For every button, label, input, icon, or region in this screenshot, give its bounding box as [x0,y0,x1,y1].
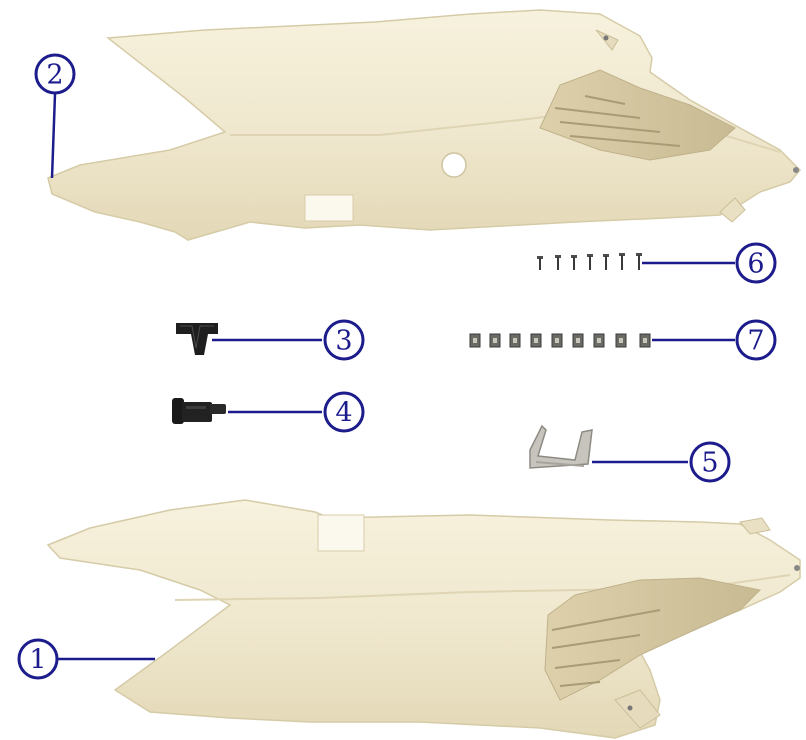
side-cover-upper [48,10,800,240]
nut-clip [552,334,562,347]
callout-2: 2 [36,55,74,93]
nut-clip [594,334,604,347]
callout-label-7: 7 [747,326,764,357]
callout-1: 1 [19,640,57,678]
nut-clip [616,334,626,347]
screw [619,253,625,270]
grommet [172,398,226,424]
callout-label-5: 5 [701,448,718,479]
nut-clip [510,334,520,347]
callout-label-2: 2 [46,60,63,91]
callout-6: 6 [737,244,775,282]
nut-clip-set [470,334,650,347]
nut-clip [573,334,583,347]
callout-label-1: 1 [29,645,46,676]
nut-clip [531,334,541,347]
callout-label-6: 6 [747,249,764,280]
callout-5: 5 [691,443,729,481]
u-clip [176,323,218,355]
screw [555,255,561,270]
side-cover-lower [48,500,800,738]
screw [537,256,543,270]
screw-set [537,253,642,270]
nut-clip [640,334,650,347]
callout-3: 3 [325,321,363,359]
screw [571,255,577,270]
nut-clip [470,334,480,347]
nut-clip [490,334,500,347]
screw [636,253,642,270]
screw [587,254,593,270]
callout-label-4: 4 [335,398,352,429]
callout-label-3: 3 [335,326,352,357]
callout-4: 4 [325,393,363,431]
metal-bracket [530,426,592,468]
screw [603,254,609,270]
callout-7: 7 [737,321,775,359]
leader-line-2 [52,94,55,178]
